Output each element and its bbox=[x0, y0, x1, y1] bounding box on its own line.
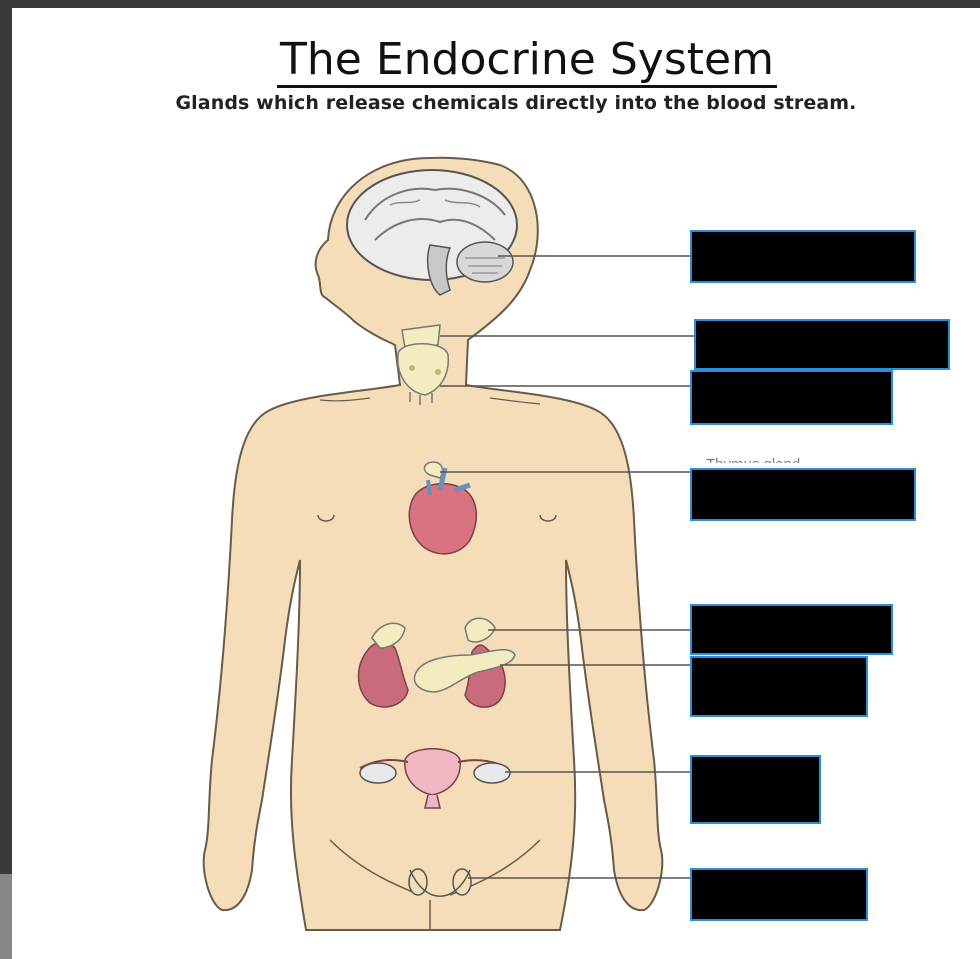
label-box-thyroid[interactable] bbox=[694, 319, 950, 370]
diagram-canvas: The Endocrine System Glands which releas… bbox=[12, 8, 980, 959]
label-box-testes[interactable] bbox=[690, 868, 868, 921]
label-box-pancreas[interactable] bbox=[690, 656, 868, 717]
label-box-ovaries[interactable] bbox=[690, 755, 821, 824]
label-box-pituitary[interactable] bbox=[690, 230, 916, 283]
window-edge bbox=[0, 874, 12, 959]
label-box-thymus[interactable] bbox=[690, 468, 916, 521]
label-box-parathyroid[interactable] bbox=[690, 370, 893, 425]
label-box-adrenal[interactable] bbox=[690, 604, 893, 655]
